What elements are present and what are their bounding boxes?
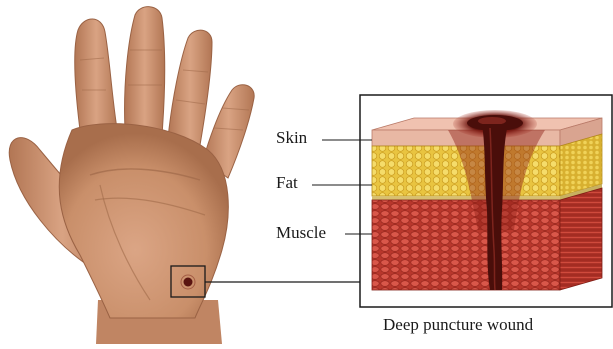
- muscle-label: Muscle: [276, 224, 326, 241]
- muscle-layer: [372, 200, 560, 290]
- palm: [59, 124, 228, 318]
- ring-finger: [168, 30, 212, 145]
- skin-label: Skin: [276, 129, 307, 146]
- middle-finger: [125, 7, 165, 135]
- hand-illustration: [9, 7, 360, 344]
- index-finger: [75, 19, 118, 135]
- fat-label: Fat: [276, 174, 298, 191]
- inset-caption: Deep puncture wound: [383, 316, 533, 333]
- puncture-mark: [184, 278, 193, 287]
- tissue-cross-section: [372, 110, 602, 290]
